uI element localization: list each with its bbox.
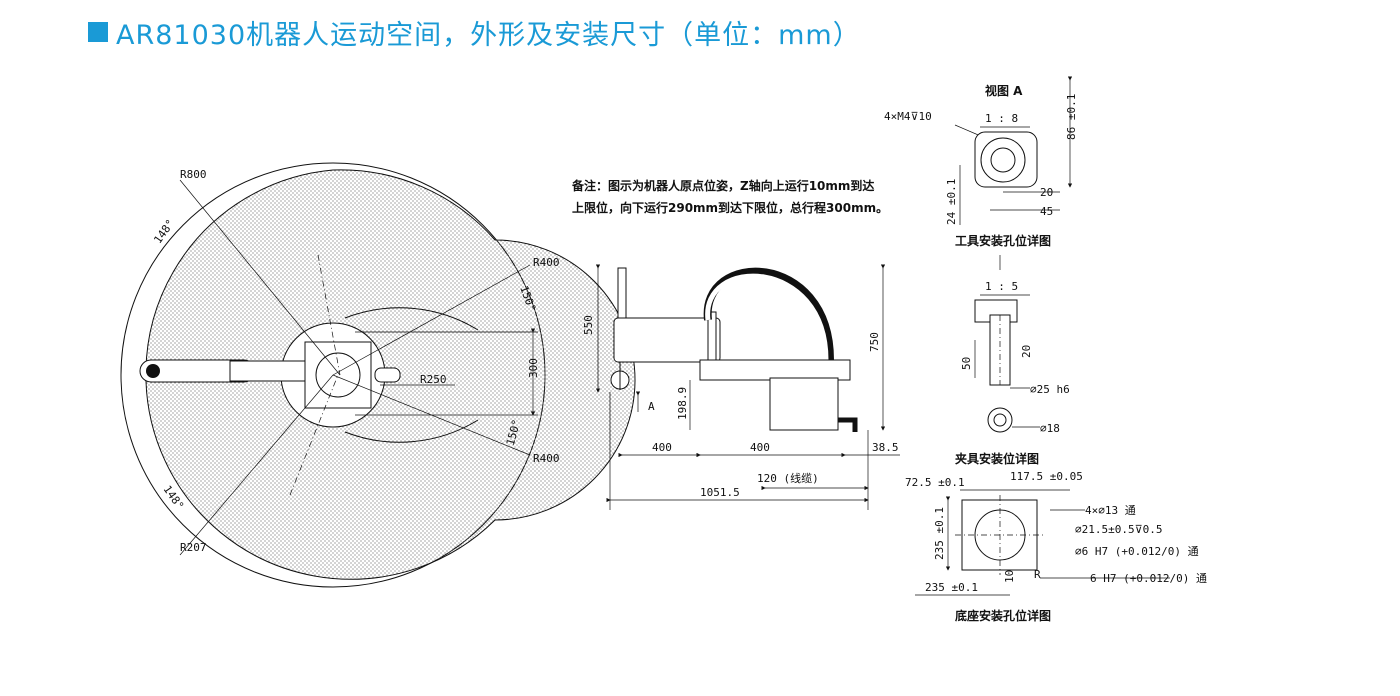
label-dim-400-b: 400 <box>750 441 770 454</box>
base-caption: 底座安装孔位详图 <box>955 608 1051 623</box>
label-dim-38-5: 38.5 <box>872 441 899 454</box>
arm-tip <box>146 364 160 378</box>
base-dim-235-v: 235 ±0.1 <box>933 507 946 560</box>
workspace-view: R800 R400 R400 R250 R207 148° 148° 150° … <box>120 162 636 588</box>
arm1-body <box>699 359 851 381</box>
robot-base-top <box>304 341 372 409</box>
label-dim-550: 550 <box>582 315 595 335</box>
tool-dim-20: 20 <box>1040 186 1053 199</box>
tool-detail: 视图 A 1 : 8 4×M4⊽10 86 ±0.1 24 ±0.1 20 45… <box>884 76 1078 248</box>
base-detail: 117.5 ±0.05 72.5 ±0.1 4×⌀13 通 ⌀21.5±0.5⊽… <box>905 470 1207 623</box>
base-holes-13: 4×⌀13 通 <box>1085 504 1136 517</box>
fixture-scale: 1 : 5 <box>985 280 1018 293</box>
label-r207: R207 <box>180 541 207 554</box>
label-dim-400-a: 400 <box>652 441 672 454</box>
label-r400-top: R400 <box>533 256 560 269</box>
base-dim-10: 10 <box>1003 570 1016 583</box>
tool-caption: 工具安装孔位详图 <box>955 233 1051 248</box>
tool-scale: 1 : 8 <box>985 112 1018 125</box>
fixture-caption: 夹具安装位详图 <box>955 451 1039 466</box>
label-r400-bottom: R400 <box>533 452 560 465</box>
label-dim-120: 120 (线缆) <box>757 471 819 485</box>
arm2-body <box>613 317 721 363</box>
label-dim-750: 750 <box>868 332 881 352</box>
base-dim-117-5: 117.5 ±0.05 <box>1010 470 1083 483</box>
base-cbore: ⌀21.5±0.5⊽0.5 <box>1075 523 1163 536</box>
base-pin-6-b: 6 H7 (+0.012/0) 通 <box>1090 572 1207 585</box>
base-body <box>769 377 839 431</box>
tool-thread: 4×M4⊽10 <box>884 110 932 123</box>
title-bar: AR81030机器人运动空间，外形及安装尺寸（单位：mm） <box>88 14 861 51</box>
label-dim-300: 300 <box>527 358 540 378</box>
tool-dim-24: 24 ±0.1 <box>945 179 958 225</box>
tool-dim-86: 86 ±0.1 <box>1065 94 1078 140</box>
tool-dim-45: 45 <box>1040 205 1053 218</box>
robot-base-joint <box>315 352 361 398</box>
fixture-dia-25: ⌀25 h6 <box>1030 383 1070 396</box>
label-dim-1051-5: 1051.5 <box>700 486 740 499</box>
note-line-2: 上限位，向下运行290mm到达下限位，总行程300mm。 <box>572 200 888 215</box>
fixture-dim-20: 20 <box>1020 345 1033 358</box>
fixture-dia-18: ⌀18 <box>1040 422 1060 435</box>
base-dim-72-5: 72.5 ±0.1 <box>905 476 965 489</box>
base-pin-6-a: ⌀6 H7 (+0.012/0) 通 <box>1075 545 1199 558</box>
title-square-icon <box>88 22 108 42</box>
arc-r400-top <box>344 307 479 331</box>
label-angle-148-top: 148° <box>151 217 177 246</box>
label-r800: R800 <box>180 168 207 181</box>
page-title: AR81030机器人运动空间，外形及安装尺寸（单位：mm） <box>116 19 861 51</box>
label-arrow-a: A <box>648 400 655 413</box>
base-dim-235-h: 235 ±0.1 <box>925 581 978 594</box>
side-view: 550 750 198.9 A 400 400 38.5 120 (线缆) 10… <box>582 264 900 510</box>
note-line-1: 备注：图示为机器人原点位姿，Z轴向上运行10mm到达 <box>571 178 874 193</box>
cable-stub <box>374 367 401 383</box>
fixture-detail: 1 : 5 50 20 ⌀25 h6 ⌀18 夹具安装位详图 <box>955 255 1070 466</box>
label-r250: R250 <box>420 373 447 386</box>
base-label-r: R <box>1034 568 1041 581</box>
label-dim-198-9: 198.9 <box>676 387 689 420</box>
tool-view-label: 视图 A <box>985 83 1023 98</box>
fixture-dim-50: 50 <box>960 357 973 370</box>
